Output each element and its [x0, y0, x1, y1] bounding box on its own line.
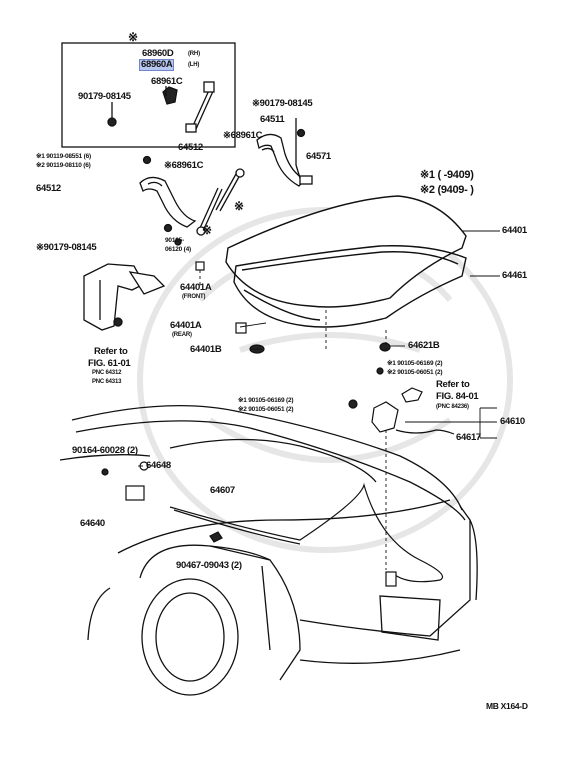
leader-lines: [138, 230, 500, 570]
part-label-64648: 64648: [146, 460, 171, 471]
refer-right-line-3: (PNC 84236): [436, 404, 469, 410]
refer-left-line-3: PNC 64312: [92, 370, 122, 376]
legend-line-1: ※1 ( -9409): [420, 169, 474, 181]
part-label-64512-left: 64512: [36, 183, 61, 194]
part-label-64610: 64610: [500, 416, 525, 427]
car-body: [59, 404, 478, 696]
part-label-68960d: 68960D: [142, 48, 174, 59]
part-label-64401b: 64401B: [190, 344, 222, 355]
trunk-lid: [225, 195, 467, 328]
part-label-68960a: 68960A: [138, 59, 175, 71]
part-label-90119-2: ※2 90119-08110 (6): [36, 162, 91, 169]
part-label-90105-m1: ※1 90105-06169 (2): [238, 397, 294, 404]
star-marker-a: ※: [234, 199, 244, 213]
inset-box: [61, 42, 236, 148]
refer-left-line-2: FIG. 61-01: [88, 358, 131, 369]
part-label-68961c-b: ※68961C: [164, 160, 204, 171]
latch-and-cable: [101, 387, 455, 587]
part-label-64511: 64511: [260, 114, 285, 125]
part-label-64607: 64607: [210, 485, 235, 496]
part-label-64617: 64617: [456, 432, 481, 443]
part-label-64640: 64640: [80, 518, 105, 529]
part-label-90105-a: 90105-: [165, 237, 185, 244]
part-label-64571: 64571: [306, 151, 331, 162]
part-label-64401a-front: 64401A: [180, 282, 212, 293]
rear-tag: (REAR): [172, 332, 192, 338]
part-label-90164: 90164-60028 (2): [72, 445, 138, 456]
refer-left-line-1: Refer to: [94, 346, 128, 357]
part-label-90105-m2: ※2 90105-06051 (2): [238, 406, 294, 413]
diagram-code: MB X164-D: [486, 701, 528, 711]
part-label-68961c-inset: 68961C: [151, 76, 183, 87]
inset-marker: ※: [128, 30, 138, 44]
part-label-64512-top: 64512: [178, 142, 203, 153]
part-label-64401a-rear: 64401A: [170, 320, 202, 331]
legend-line-2: ※2 (9409- ): [420, 184, 474, 196]
hinge-assemblies: [139, 118, 313, 246]
part-label-90105-r2: ※2 90105-06051 (2): [387, 369, 443, 376]
part-label-64461: 64461: [502, 270, 527, 281]
star-marker-b: ※: [202, 223, 212, 237]
rh-tag: (RH): [188, 51, 200, 57]
part-label-90105-b: 06120 (4): [165, 246, 192, 253]
part-label-90179-inset: 90179-08145: [78, 91, 131, 102]
part-label-90467: 90467-09043 (2): [176, 560, 242, 571]
refer-right-line-2: FIG. 84-01: [436, 391, 479, 402]
refer-left-line-4: PNC 64313: [92, 379, 122, 385]
front-tag: (FRONT): [182, 294, 206, 300]
part-label-68961c-a: ※68961C: [223, 130, 263, 141]
gas-strut-inset: [107, 81, 215, 133]
lh-tag: (LH): [188, 62, 200, 68]
refer-right-line-1: Refer to: [436, 379, 470, 390]
part-label-64621b: 64621B: [408, 340, 440, 351]
body-hinge-bracket: [83, 263, 166, 331]
part-label-90119-1: ※1 90119-08551 (6): [36, 153, 91, 160]
part-label-64401: 64401: [502, 225, 527, 236]
part-label-90105-r1: ※1 90105-06169 (2): [387, 360, 443, 367]
part-label-90179-top: ※90179-08145: [252, 98, 313, 109]
fasteners: [195, 261, 391, 409]
part-label-90179-left: ※90179-08145: [36, 242, 97, 253]
